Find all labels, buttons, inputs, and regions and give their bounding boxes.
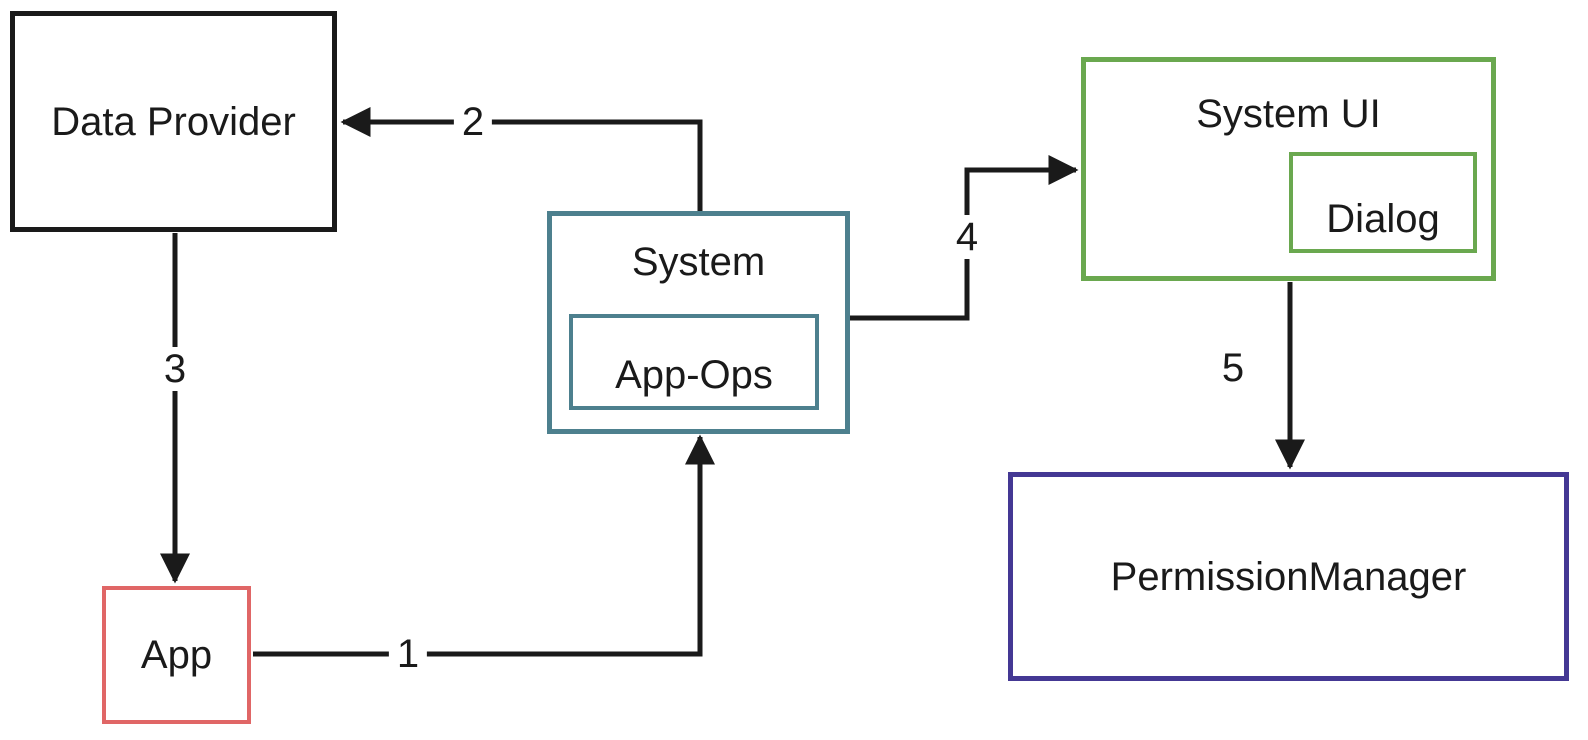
node-app-ops: App-Ops bbox=[569, 314, 819, 410]
node-app: App bbox=[102, 586, 251, 724]
node-dialog: Dialog bbox=[1289, 152, 1477, 253]
arrow-2-system-to-data-provider bbox=[340, 107, 703, 211]
node-label: Data Provider bbox=[51, 99, 296, 144]
node-system-ui: System UI Dialog bbox=[1081, 57, 1496, 281]
node-data-provider: Data Provider bbox=[10, 11, 337, 232]
edge-label-1: 1 bbox=[388, 632, 428, 676]
node-label: App bbox=[140, 633, 213, 677]
node-label: System UI bbox=[1196, 92, 1381, 136]
node-label: PermissionManager bbox=[1110, 554, 1467, 599]
node-system: System App-Ops bbox=[547, 211, 850, 434]
node-label: System bbox=[631, 240, 766, 284]
node-label: App-Ops bbox=[615, 353, 773, 397]
edge-label-5: 5 bbox=[1213, 346, 1253, 390]
edge-label-2: 2 bbox=[453, 100, 493, 144]
node-permission-manager: PermissionManager bbox=[1008, 472, 1569, 681]
node-label: Dialog bbox=[1326, 196, 1440, 241]
edge-label-3: 3 bbox=[155, 347, 195, 391]
edge-label-4: 4 bbox=[947, 215, 987, 259]
arrow-1-app-to-system bbox=[253, 434, 715, 657]
